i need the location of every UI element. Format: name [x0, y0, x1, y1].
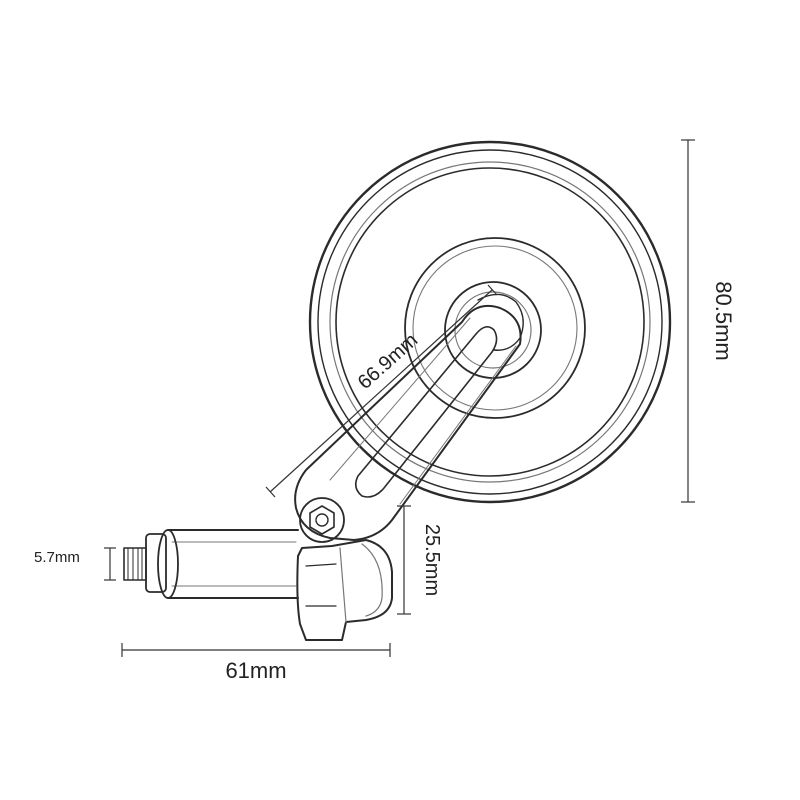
label-thread: 5.7mm [34, 549, 80, 566]
dimension-height: 80.5mm [681, 139, 736, 503]
label-clamp-height: 25.5mm [421, 524, 443, 596]
dimension-thread: 5.7mm [34, 547, 116, 581]
clamp-body [296, 539, 393, 641]
bar-end-tube [123, 529, 299, 599]
dimension-clamp-height: 25.5mm [397, 505, 443, 615]
pivot-bolt [299, 497, 345, 543]
label-width: 61mm [225, 658, 286, 683]
label-height: 80.5mm [711, 281, 736, 360]
dimension-width: 61mm [121, 643, 391, 683]
mirror-head [308, 140, 672, 504]
mirror-arm [294, 304, 522, 541]
